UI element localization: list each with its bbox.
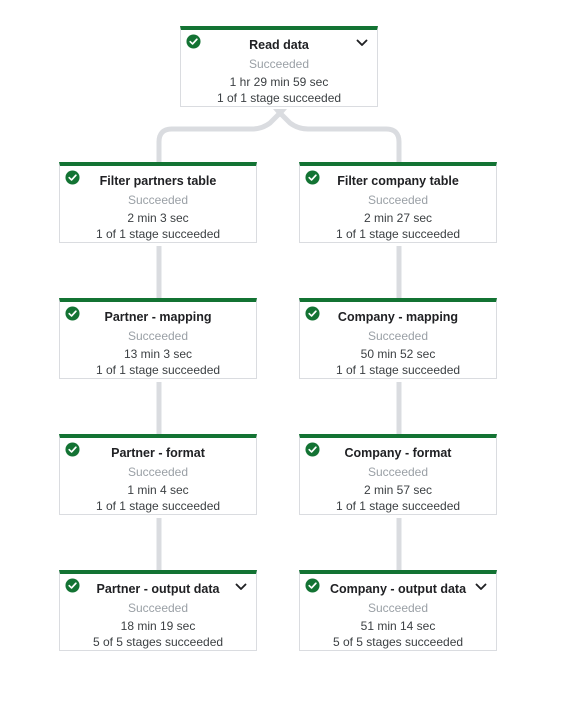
step-status: Succeeded: [127, 465, 189, 479]
step-duration: 50 min 52 sec: [360, 347, 436, 361]
connector-read-to-filter-company: [278, 111, 402, 162]
step-stages: 5 of 5 stages succeeded: [92, 635, 224, 649]
step-status: Succeeded: [127, 601, 189, 615]
check-circle-icon: [65, 442, 80, 457]
check-circle-icon: [186, 34, 201, 49]
step-title: Company - format: [344, 446, 452, 460]
step-company-mapping[interactable]: Company - mapping Succeeded 50 min 52 se…: [299, 298, 497, 379]
chevron-down-icon[interactable]: [235, 583, 247, 591]
step-company-output-data[interactable]: Company - output data Succeeded 51 min 1…: [299, 570, 497, 651]
step-stages: 1 of 1 stage succeeded: [335, 227, 461, 241]
step-duration: 2 min 3 sec: [127, 211, 189, 225]
step-partner-format[interactable]: Partner - format Succeeded 1 min 4 sec 1…: [59, 434, 257, 515]
step-filter-partners-table[interactable]: Filter partners table Succeeded 2 min 3 …: [59, 162, 257, 243]
step-title: Filter partners table: [99, 174, 217, 188]
step-status: Succeeded: [248, 57, 310, 71]
step-status: Succeeded: [367, 193, 429, 207]
step-title: Partner - output data: [96, 582, 220, 596]
step-duration: 18 min 19 sec: [120, 619, 196, 633]
step-stages: 1 of 1 stage succeeded: [335, 363, 461, 377]
step-duration: 51 min 14 sec: [360, 619, 436, 633]
check-circle-icon: [65, 306, 80, 321]
chevron-down-icon[interactable]: [356, 39, 368, 47]
step-duration: 1 hr 29 min 59 sec: [229, 75, 329, 89]
step-stages: 1 of 1 stage succeeded: [95, 499, 221, 513]
check-circle-icon: [305, 442, 320, 457]
step-title: Partner - format: [111, 446, 205, 460]
check-circle-icon: [65, 170, 80, 185]
step-duration: 1 min 4 sec: [127, 483, 189, 497]
step-filter-company-table[interactable]: Filter company table Succeeded 2 min 27 …: [299, 162, 497, 243]
connector-caret: [273, 109, 287, 117]
check-circle-icon: [65, 578, 80, 593]
step-stages: 5 of 5 stages succeeded: [332, 635, 464, 649]
step-stages: 1 of 1 stage succeeded: [216, 91, 342, 105]
step-status: Succeeded: [127, 329, 189, 343]
step-title: Read data: [249, 38, 309, 52]
step-partner-mapping[interactable]: Partner - mapping Succeeded 13 min 3 sec…: [59, 298, 257, 379]
step-title: Company - mapping: [337, 310, 459, 324]
step-status: Succeeded: [367, 465, 429, 479]
check-circle-icon: [305, 578, 320, 593]
step-stages: 1 of 1 stage succeeded: [335, 499, 461, 513]
step-status: Succeeded: [367, 329, 429, 343]
step-duration: 2 min 57 sec: [363, 483, 433, 497]
step-read-data[interactable]: Read data Succeeded 1 hr 29 min 59 sec 1…: [180, 26, 378, 107]
step-stages: 1 of 1 stage succeeded: [95, 363, 221, 377]
step-stages: 1 of 1 stage succeeded: [95, 227, 221, 241]
step-duration: 13 min 3 sec: [123, 347, 193, 361]
step-title: Filter company table: [337, 174, 459, 188]
connector-read-to-filter-partners: [156, 111, 282, 162]
step-status: Succeeded: [367, 601, 429, 615]
check-circle-icon: [305, 170, 320, 185]
step-status: Succeeded: [127, 193, 189, 207]
step-duration: 2 min 27 sec: [363, 211, 433, 225]
check-circle-icon: [305, 306, 320, 321]
step-partner-output-data[interactable]: Partner - output data Succeeded 18 min 1…: [59, 570, 257, 651]
step-title: Partner - mapping: [104, 310, 212, 324]
step-company-format[interactable]: Company - format Succeeded 2 min 57 sec …: [299, 434, 497, 515]
chevron-down-icon[interactable]: [475, 583, 487, 591]
step-title: Company - output data: [329, 582, 467, 596]
